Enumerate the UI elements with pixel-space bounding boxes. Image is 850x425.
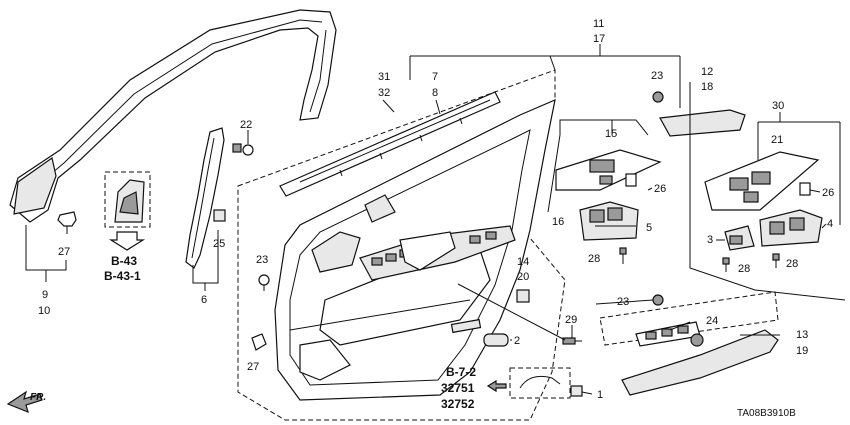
- ref-32751: 32751: [441, 381, 475, 395]
- callout-7: 7: [432, 71, 438, 83]
- callout-11: 11: [593, 18, 604, 30]
- ref-b43: B-43: [111, 254, 137, 268]
- master-switch-5: [579, 201, 639, 241]
- callout-23-lower: 23: [617, 296, 629, 308]
- callout-20: 20: [517, 271, 529, 283]
- callout-28-a: 28: [588, 253, 600, 265]
- armrest-switch-base: [359, 225, 516, 281]
- callout-15: 15: [605, 128, 617, 140]
- screw-23-left: [258, 274, 270, 291]
- switch-3: [724, 225, 755, 251]
- clip-27-lower: [251, 333, 267, 351]
- callout-9: 9: [42, 289, 48, 301]
- switch-4: [759, 209, 823, 247]
- callout-4: 4: [827, 218, 833, 230]
- callout-28-c: 28: [786, 258, 798, 270]
- callout-32: 32: [378, 87, 390, 99]
- callout-16: 16: [552, 216, 564, 228]
- screw-28-b: [722, 257, 730, 272]
- callout-1: 1: [597, 389, 603, 401]
- clip-25: [213, 209, 226, 222]
- callout-5: 5: [646, 222, 652, 234]
- callout-27-a: 27: [58, 246, 70, 258]
- callout-13: 13: [796, 329, 808, 341]
- screw-22: [232, 143, 254, 156]
- callout-3: 3: [707, 234, 713, 246]
- callout-10: 10: [38, 305, 50, 317]
- group-bracket-30: [689, 82, 846, 301]
- door-sash-molding: [9, 9, 337, 223]
- inner-weatherstrip: [279, 91, 501, 197]
- callout-21: 21: [771, 134, 783, 146]
- callout-26-b: 26: [822, 187, 834, 199]
- callout-14: 14: [517, 256, 529, 268]
- callout-30: 30: [772, 100, 784, 112]
- callout-27-b: 27: [247, 361, 259, 373]
- callout-31: 31: [378, 71, 390, 83]
- leader-lines: [25, 99, 827, 395]
- group-bracket-15: [547, 119, 649, 213]
- ref-32752: 32752: [441, 397, 475, 411]
- callout-28-b: 28: [738, 263, 750, 275]
- screw-23-top: [652, 91, 664, 103]
- diagram-code: TA08B3910B: [737, 408, 796, 419]
- callout-8: 8: [432, 87, 438, 99]
- switch-panel-21: [704, 151, 820, 211]
- inner-trim-strip: [185, 127, 225, 269]
- ref-arrow-icon: [486, 379, 507, 393]
- callout-19: 19: [796, 345, 808, 357]
- callout-18: 18: [701, 81, 713, 93]
- harness-cable: [509, 367, 583, 399]
- reference-arrow: [108, 231, 146, 251]
- ref-b7-2: B-7-2: [446, 365, 476, 379]
- switch-panel-15: [555, 149, 662, 191]
- callout-22: 22: [240, 119, 252, 131]
- callout-2: 2: [514, 335, 520, 347]
- screw-29: [562, 337, 582, 345]
- mirror-garnish-detail: [104, 171, 151, 228]
- ref-b43-1: B-43-1: [104, 269, 141, 283]
- armrest-pad: [659, 109, 746, 137]
- screw-28-c: [772, 253, 780, 268]
- callout-24: 24: [706, 315, 718, 327]
- screw-28-a: [619, 247, 627, 264]
- callout-12: 12: [701, 66, 713, 78]
- screw-23-lower: [652, 294, 664, 306]
- callout-25: 25: [213, 238, 225, 250]
- lower-armrest-group: [599, 291, 779, 396]
- courtesy-light: [483, 333, 509, 347]
- callout-17: 17: [593, 33, 605, 45]
- callout-23-left: 23: [256, 254, 268, 266]
- door-pocket-cover: [450, 318, 482, 334]
- cap-14: [516, 289, 530, 303]
- molding-clip: [57, 211, 77, 234]
- door-lining-outline: [237, 69, 566, 421]
- front-label: FR.: [30, 392, 46, 403]
- callout-29: 29: [565, 314, 577, 326]
- front-direction-arrow: [6, 390, 43, 414]
- callout-26-a: 26: [654, 183, 666, 195]
- callout-6: 6: [201, 294, 207, 306]
- callout-23-top: 23: [651, 70, 663, 82]
- group-bracket-11-17: [409, 44, 681, 108]
